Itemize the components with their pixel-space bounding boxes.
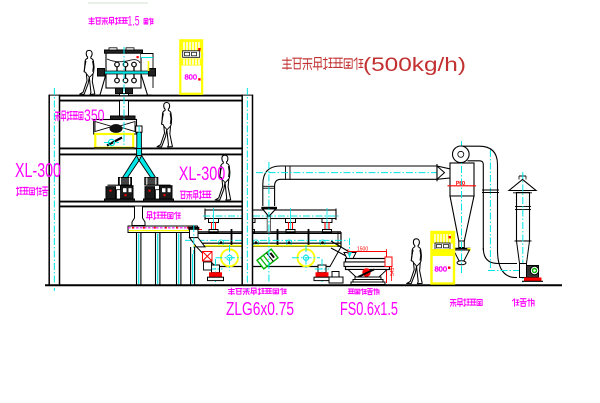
svg-text:545: 545	[390, 267, 396, 276]
svg-text:XL-300: XL-300	[179, 164, 226, 185]
svg-text:P60: P60	[456, 181, 465, 187]
svg-text:800: 800	[435, 265, 448, 274]
svg-text:(500kg/h): (500kg/h)	[363, 54, 466, 76]
svg-text:1.5: 1.5	[128, 14, 140, 29]
svg-text:800: 800	[185, 72, 198, 81]
svg-text:350: 350	[84, 106, 105, 125]
svg-text:XL-300: XL-300	[15, 160, 61, 182]
svg-text:1500: 1500	[357, 247, 368, 253]
svg-text:ZLG6x0.75: ZLG6x0.75	[226, 298, 294, 319]
svg-text:FS0.6x1.5: FS0.6x1.5	[340, 298, 398, 319]
